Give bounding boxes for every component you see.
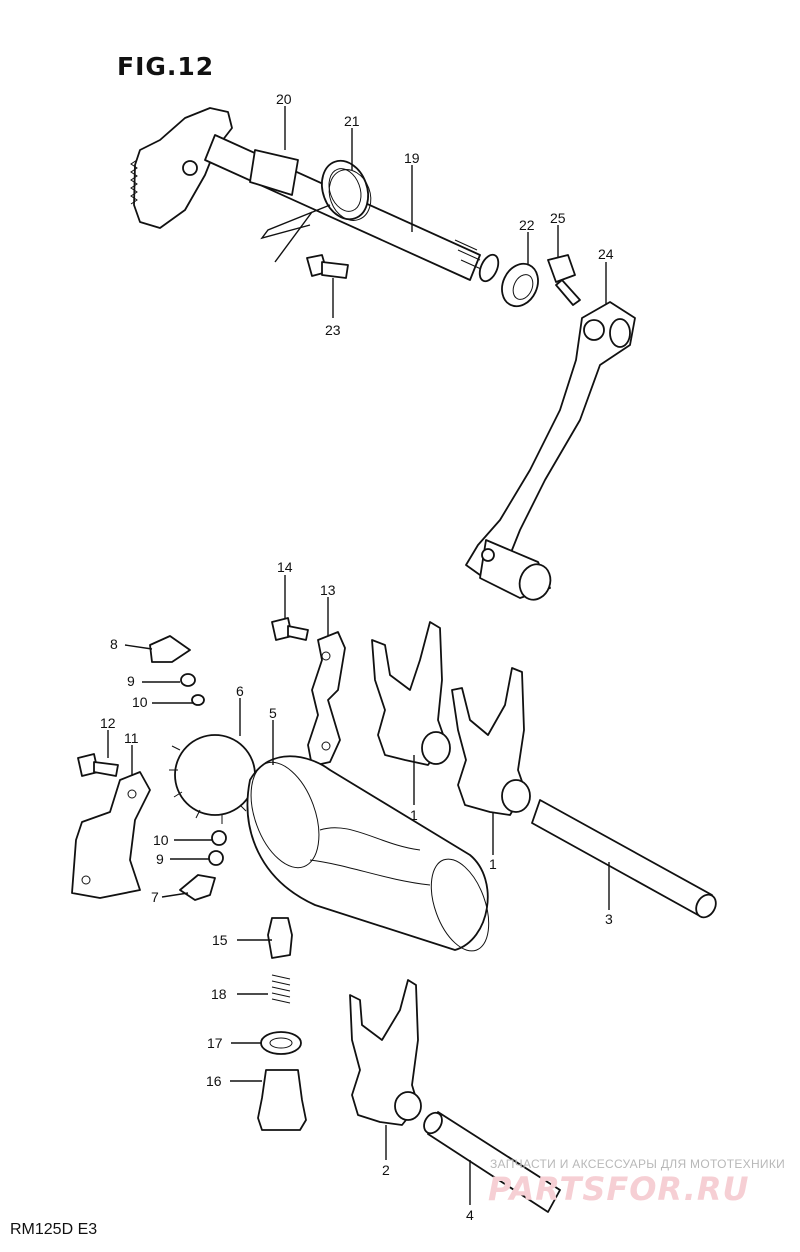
- callout-9-lower: 9: [156, 851, 164, 867]
- callout-22: 22: [519, 217, 535, 233]
- model-code: RM125D E3: [10, 1221, 98, 1238]
- shift-fork-upper-right: [451, 667, 526, 816]
- shift-fork-upper-left: [371, 621, 446, 766]
- callout-5: 5: [269, 705, 277, 721]
- callout-16: 16: [206, 1073, 222, 1089]
- callout-11: 11: [124, 730, 139, 746]
- callout-12: 12: [100, 715, 116, 731]
- callout-1-left: 1: [410, 807, 418, 823]
- callout-8: 8: [110, 636, 118, 652]
- callout-6: 6: [236, 683, 244, 699]
- callout-19: 19: [404, 150, 420, 166]
- watermark-logo: PARTSFOR.RU: [488, 1170, 750, 1208]
- shaft-collar: [249, 149, 299, 196]
- cam-guide-plate: [71, 771, 151, 899]
- cam-stopper-plate: [307, 631, 346, 767]
- callout-20: 20: [276, 91, 292, 107]
- callout-4: 4: [466, 1207, 474, 1223]
- callout-3: 3: [605, 911, 613, 927]
- callout-21: 21: [344, 113, 360, 129]
- callout-18: 18: [211, 986, 227, 1002]
- shift-fork-lower: [349, 979, 419, 1126]
- shift-cam-gear: [174, 734, 256, 816]
- callout-10-upper: 10: [132, 694, 148, 710]
- callout-7: 7: [151, 889, 159, 905]
- callout-9-upper: 9: [127, 673, 135, 689]
- callout-13: 13: [320, 582, 336, 598]
- callout-15: 15: [212, 932, 228, 948]
- callout-23: 23: [325, 322, 341, 338]
- callout-25: 25: [550, 210, 566, 226]
- fork-shaft-upper: [531, 799, 713, 916]
- callout-1-right: 1: [489, 856, 497, 872]
- callout-24: 24: [598, 246, 614, 262]
- gearshift-lever: [465, 301, 636, 576]
- callout-14: 14: [277, 559, 293, 575]
- shift-cam-drum: [246, 755, 489, 951]
- callout-2: 2: [382, 1162, 390, 1178]
- callout-10-lower: 10: [153, 832, 169, 848]
- watermark-tagline: ЗАПЧАСТИ И АКСЕССУАРЫ ДЛЯ МОТОТЕХНИКИ: [490, 1157, 786, 1171]
- callout-17: 17: [207, 1035, 223, 1051]
- figure-title: FIG.12: [117, 52, 215, 81]
